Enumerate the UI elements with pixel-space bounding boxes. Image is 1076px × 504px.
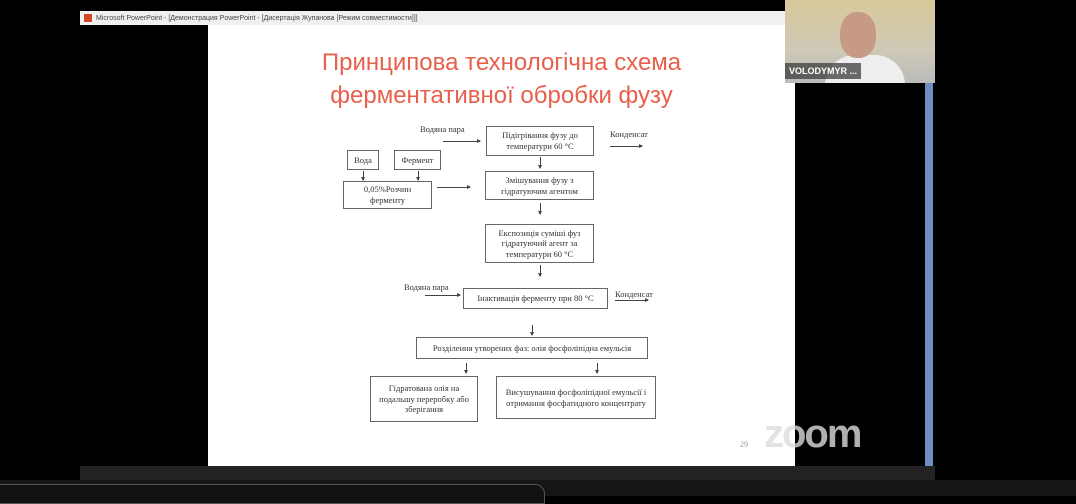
slide-number: 29 bbox=[740, 440, 748, 449]
arrow bbox=[437, 185, 471, 189]
window-titlebar: Microsoft PowerPoint - [Демонстрация Pow… bbox=[80, 11, 785, 25]
box-enzyme: Фермент bbox=[394, 150, 441, 170]
arrow bbox=[464, 363, 468, 374]
arrow bbox=[538, 203, 542, 215]
powerpoint-icon bbox=[84, 14, 92, 22]
window-title: Microsoft PowerPoint - [Демонстрация Pow… bbox=[96, 14, 418, 22]
bottom-tab[interactable] bbox=[0, 484, 545, 504]
steam-label: Водяна пара bbox=[420, 124, 465, 134]
scrollbar[interactable] bbox=[925, 83, 933, 466]
box-water: Вода bbox=[347, 150, 379, 170]
slide-title-line2: ферментативної обробки фузу bbox=[330, 82, 673, 109]
steam-label: Водяна пара bbox=[404, 282, 449, 292]
box-drying: Висушування фосфоліпідної емульсії і отр… bbox=[496, 376, 656, 419]
box-mixing: Змішування фузу з гідратуючим агентом bbox=[485, 171, 594, 200]
arrow bbox=[361, 171, 365, 181]
condensate-label: Конденсат bbox=[615, 289, 653, 299]
box-solution: 0,05%Розчин ферменту bbox=[343, 181, 432, 209]
slide-title-line1: Принципова технологічна схема bbox=[321, 49, 682, 76]
arrow bbox=[538, 265, 542, 277]
box-inactivation: Інактивація ферменту при 80 °C bbox=[463, 288, 608, 309]
arrow bbox=[416, 171, 420, 181]
box-exposure: Експозиція суміші фуз гідратуючий агент … bbox=[485, 224, 594, 263]
arrow bbox=[615, 298, 649, 302]
participant-video[interactable]: VOLODYMYR ... bbox=[785, 0, 935, 83]
zoom-watermark-logo: zoom bbox=[764, 412, 862, 456]
arrow bbox=[443, 139, 481, 143]
slide: Принципова технологічна схема ферментати… bbox=[208, 25, 795, 466]
participant-face bbox=[840, 12, 876, 58]
arrow bbox=[538, 157, 542, 169]
arrow bbox=[530, 325, 534, 336]
condensate-label: Конденсат bbox=[610, 129, 648, 139]
box-heating: Підігрівання фузу до температури 60 °C bbox=[486, 126, 594, 156]
status-bar bbox=[80, 466, 935, 480]
arrow bbox=[595, 363, 599, 374]
box-hydrated-oil: Гідратована олія на подальшу переробку а… bbox=[370, 376, 478, 422]
box-separation: Розділення утворених фаз: олія фосфоліпі… bbox=[416, 337, 648, 359]
arrow bbox=[610, 144, 643, 148]
arrow bbox=[425, 293, 461, 297]
participant-name: VOLODYMYR ... bbox=[785, 63, 862, 79]
